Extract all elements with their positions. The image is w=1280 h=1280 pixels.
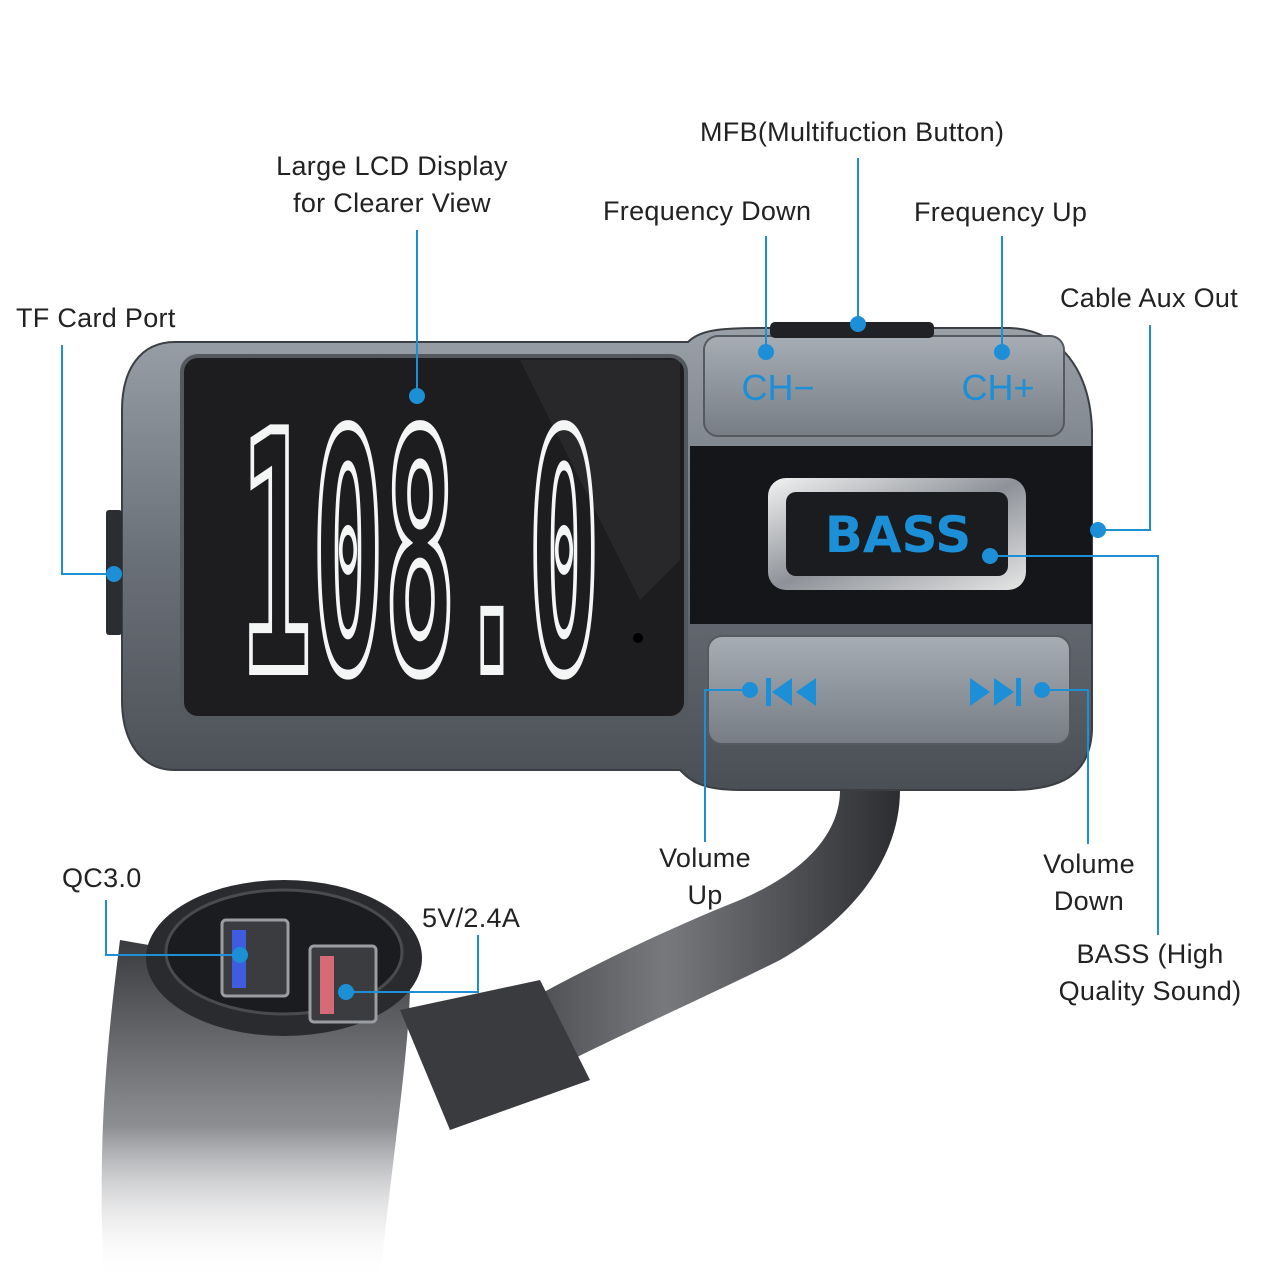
frequency-display: 108.0 — [240, 364, 600, 748]
volume-button-bar[interactable] — [707, 635, 1071, 745]
volume-down-label: Volume Down — [1024, 846, 1154, 920]
5v-usb-port — [308, 944, 378, 1024]
bass-button-label: BASS — [825, 506, 972, 564]
bass-quality-label-line2: Quality Sound) — [1058, 976, 1242, 1006]
mic-hole — [633, 633, 643, 643]
usb-5v-label: 5V/2.4A — [422, 903, 521, 933]
ch-plus-label[interactable]: CH+ — [961, 367, 1034, 408]
skip-next-icon[interactable] — [970, 678, 1021, 706]
qc30-usb-port — [220, 918, 290, 998]
qc30-label: QC3.0 — [62, 863, 142, 893]
callout-dots — [106, 316, 1106, 1000]
volume-up-label-line1: Volume — [659, 843, 751, 873]
frequency-down-label: Frequency Down — [603, 196, 812, 226]
volume-down-label-line1: Volume — [1043, 849, 1135, 879]
lcd-display-label-line1: Large LCD Display — [276, 151, 508, 181]
callout-lines — [61, 158, 1159, 993]
volume-down-label-line2: Down — [1053, 886, 1125, 916]
lcd-display-label: Large LCD Display for Clearer View — [252, 148, 532, 222]
lcd-glare — [520, 360, 680, 600]
volume-up-label: Volume Up — [640, 840, 770, 914]
ch-minus-label[interactable]: CH− — [741, 367, 814, 408]
frequency-up-label: Frequency Up — [914, 197, 1088, 227]
mfb-label: MFB(Multifuction Button) — [700, 117, 1005, 147]
mfb-button[interactable] — [770, 322, 934, 338]
volume-up-label-line2: Up — [687, 880, 723, 910]
bass-quality-label: BASS (High Quality Sound) — [1040, 936, 1260, 1010]
tf-card-port-label: TF Card Port — [16, 303, 176, 333]
gooseneck-collar — [400, 980, 590, 1130]
cable-aux-out-label: Cable Aux Out — [1060, 283, 1239, 313]
bass-button[interactable] — [786, 492, 1008, 576]
skip-previous-icon[interactable] — [766, 678, 816, 706]
bass-quality-label-line1: BASS (High — [1076, 939, 1224, 969]
lcd-screen — [180, 354, 688, 720]
lcd-display-label-line2: for Clearer View — [293, 188, 491, 218]
